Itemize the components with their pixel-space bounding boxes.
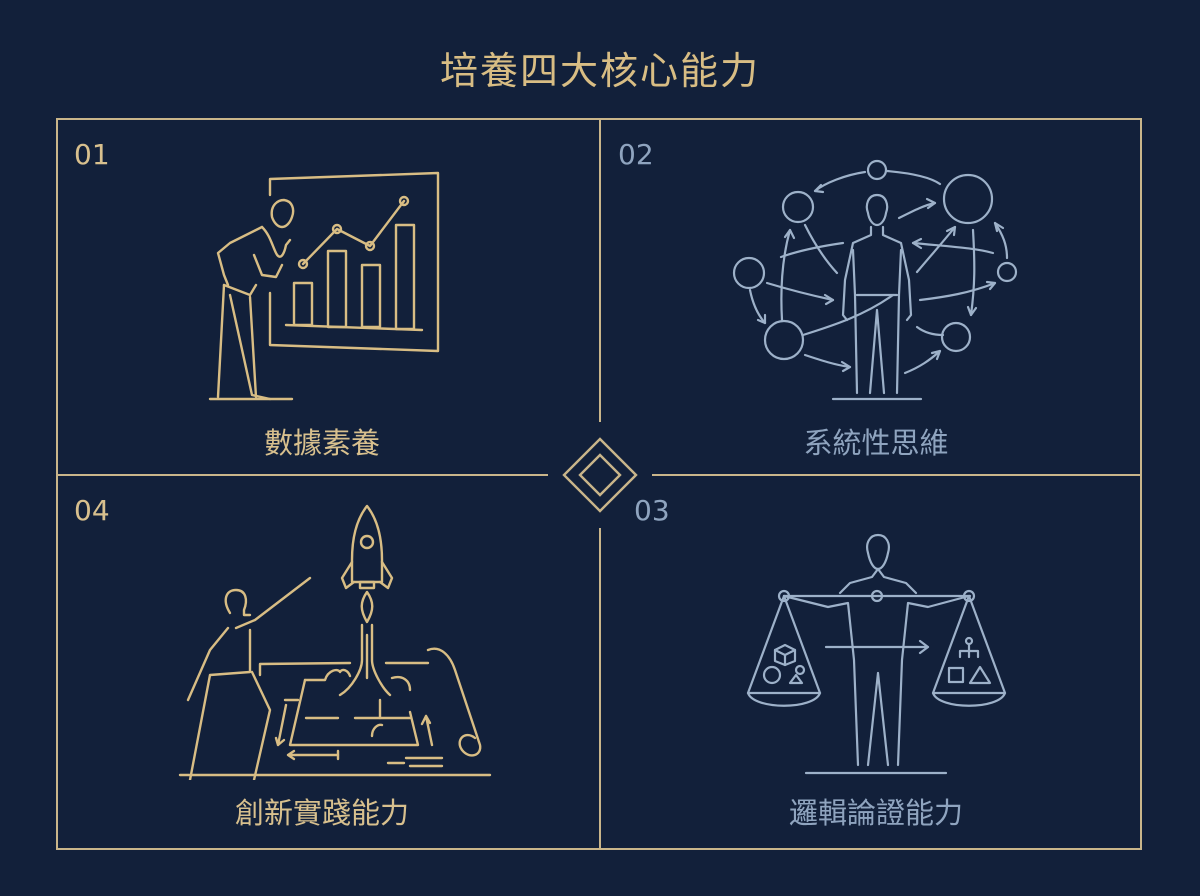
horizontal-divider-left: [56, 474, 548, 476]
quadrant-number: 03: [634, 494, 670, 527]
quadrant-label: 創新實踐能力: [234, 796, 409, 830]
quadrant-number: 01: [74, 138, 110, 171]
analyst-with-bar-chart-icon: [208, 171, 440, 401]
person-rocket-blueprint-icon: [178, 504, 492, 780]
vertical-divider-bottom: [599, 528, 601, 850]
horizontal-divider-right: [652, 474, 1142, 476]
quadrant-number: 02: [618, 138, 654, 171]
quadrant-label: 數據素養: [263, 426, 380, 460]
vertical-divider-top: [599, 118, 601, 422]
quadrant-label: 邏輯論證能力: [788, 796, 963, 830]
person-network-cycle-icon: [732, 159, 1018, 401]
page-title: 培養四大核心能力: [439, 49, 760, 93]
person-balance-scale-icon: [746, 533, 1007, 775]
quadrant-number: 04: [74, 494, 110, 527]
nested-diamond-icon: [562, 437, 638, 513]
quadrant-label: 系統性思維: [803, 426, 949, 460]
